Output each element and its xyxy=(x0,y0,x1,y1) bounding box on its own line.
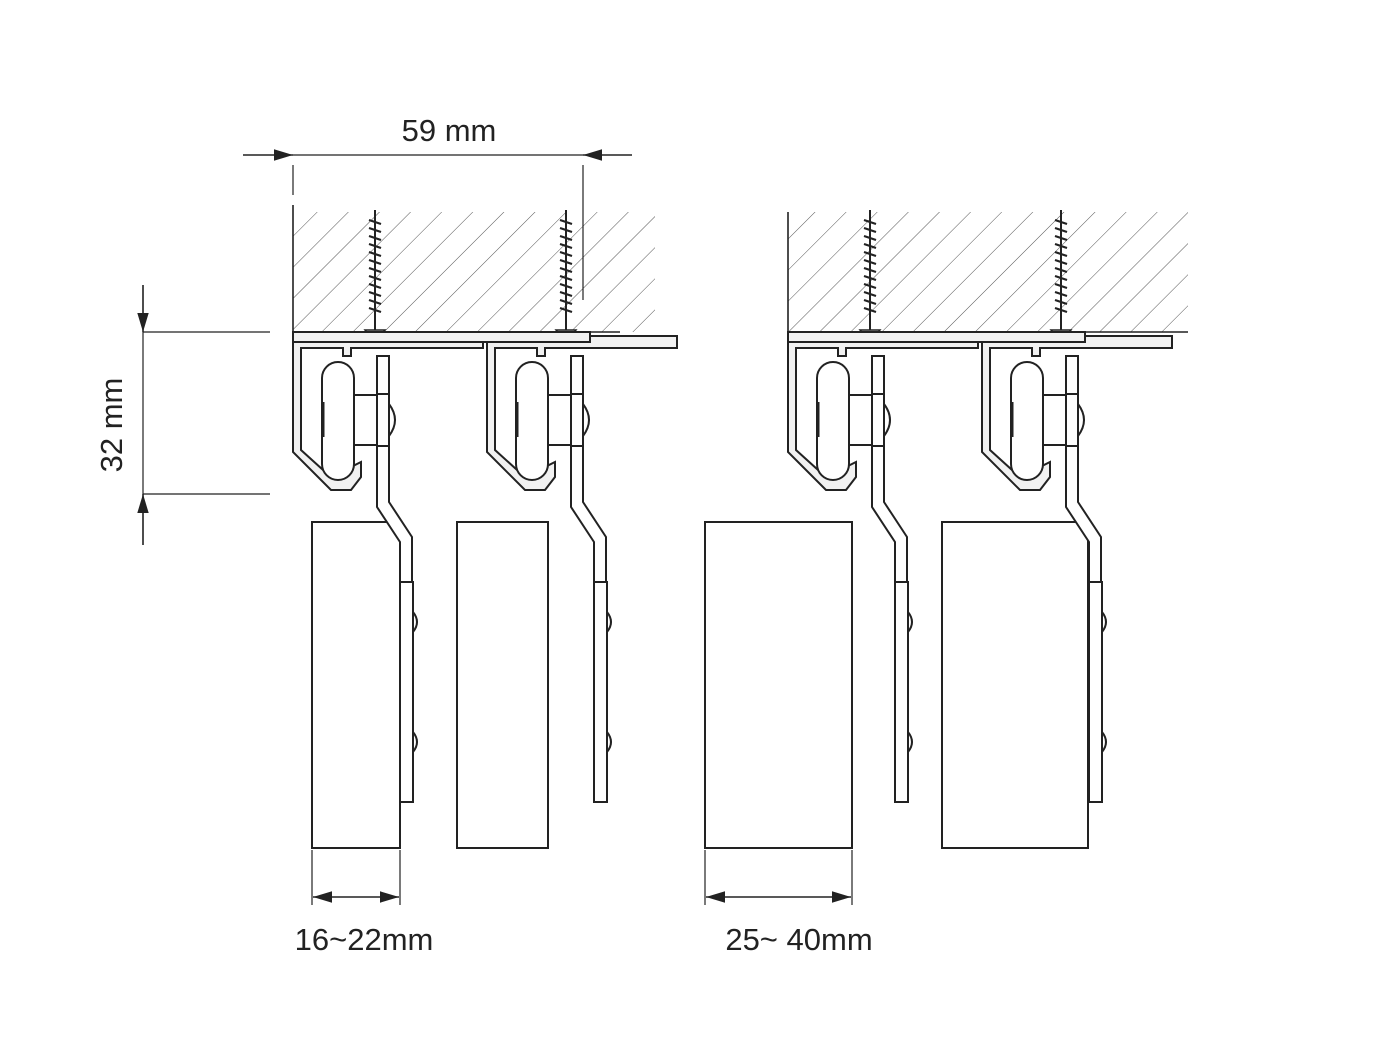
dimension-track-width: 59 mm xyxy=(243,113,632,300)
dimension-track-height: 32 mm xyxy=(94,285,270,545)
thick-door-assembly xyxy=(704,208,1188,849)
dimension-door-right: 25~ 40mm xyxy=(704,850,873,957)
track-width-label: 59 mm xyxy=(402,113,497,148)
door-panel xyxy=(456,521,549,849)
door-panel xyxy=(704,521,853,849)
dimension-door-left: 16~22mm xyxy=(295,850,434,957)
door-thickness-right-label: 25~ 40mm xyxy=(725,922,872,957)
ceiling-section xyxy=(788,212,1188,332)
door-thickness-left-label: 16~22mm xyxy=(295,922,434,957)
thin-door-assembly xyxy=(291,205,679,849)
track-height-label: 32 mm xyxy=(94,378,129,473)
door-panel xyxy=(941,521,1089,849)
ceiling-section xyxy=(293,212,655,332)
door-panel xyxy=(311,521,401,849)
